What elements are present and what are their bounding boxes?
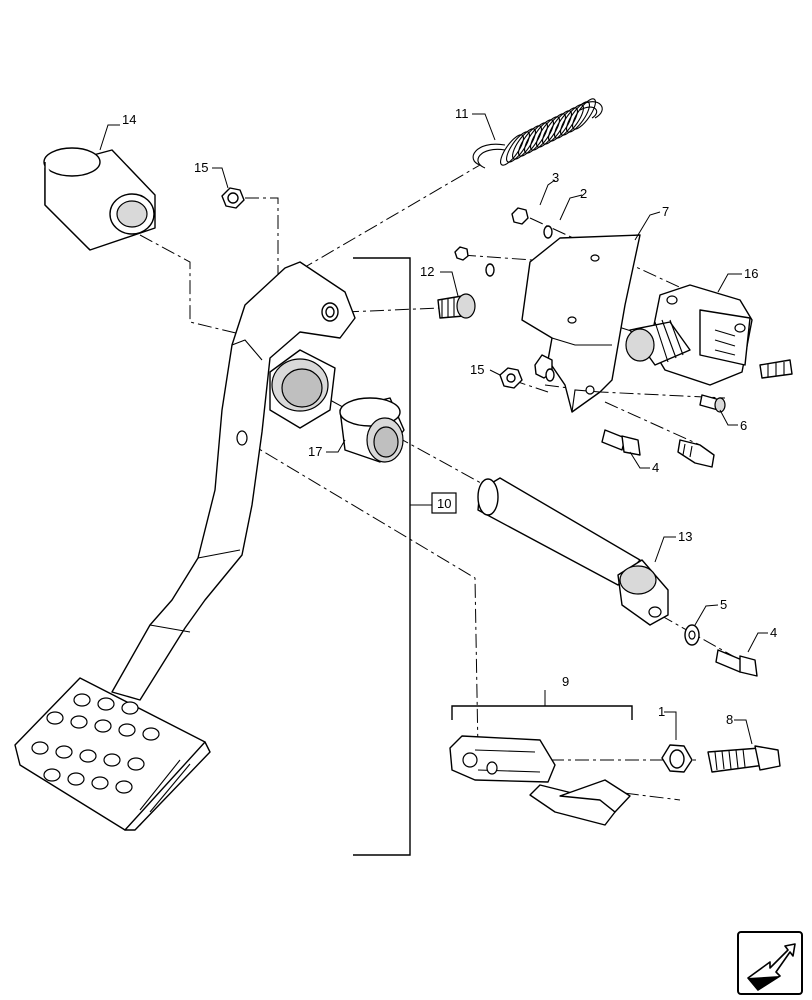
spring-coil: [572, 98, 596, 130]
callout-11: 11: [455, 106, 469, 121]
spring-coil: [518, 125, 542, 157]
callout-2: 2: [580, 186, 587, 201]
part-8-stud: [707, 745, 781, 773]
next-page-arrow-icon[interactable]: [737, 931, 803, 995]
part-7-bracket: [521, 234, 641, 413]
callout-6: 6: [740, 418, 747, 433]
spring-coil: [560, 104, 584, 136]
spring-coil: [536, 116, 560, 148]
pad-hole: [43, 768, 61, 782]
spring-coil: [512, 128, 536, 160]
spring-coil: [506, 131, 530, 163]
callout-10-box: [431, 492, 457, 514]
spring-coil: [554, 107, 578, 139]
part-9-clevis: [449, 735, 556, 783]
group-bracket-9: [451, 690, 633, 720]
pedal-pad-holes: [31, 693, 160, 794]
group-bracket-10: [353, 257, 432, 856]
callout-8: 8: [726, 712, 733, 727]
pad-hole: [70, 715, 88, 729]
part-1-nut: [661, 744, 693, 773]
callout-13: 13: [678, 529, 692, 544]
clevis-pin: [529, 779, 631, 826]
callout-5: 5: [720, 597, 727, 612]
pad-hole: [97, 697, 115, 711]
pedal-arm: [111, 261, 356, 701]
callout-17: 17: [308, 444, 322, 459]
callout-10: 10: [437, 496, 451, 511]
pad-hole: [79, 749, 97, 763]
pad-hole: [115, 780, 133, 794]
pad-hole: [127, 757, 145, 771]
part-5-washer: [684, 624, 700, 646]
part-15-nut-top: [221, 187, 245, 209]
pad-hole: [142, 727, 160, 741]
callout-labels: 14 15 11 3 2 7 12 16 15 6 17 4 13 5 4 9 …: [122, 106, 777, 727]
pad-hole: [67, 772, 85, 786]
callout-9: 9: [562, 674, 569, 689]
spring-coil: [548, 110, 572, 142]
spring-coil: [566, 101, 590, 133]
part-4-bolt-lower: [715, 649, 758, 677]
pad-hole: [103, 753, 121, 767]
pad-hole: [94, 719, 112, 733]
part-12-bolt: [437, 293, 476, 319]
callout-4-lower: 4: [770, 625, 777, 640]
spring-coil: [542, 113, 566, 145]
callout-leaders: [99, 113, 768, 745]
callout-15-mid: 15: [470, 362, 484, 377]
callout-4-upper: 4: [652, 460, 659, 475]
callout-16: 16: [744, 266, 758, 281]
part-4-bolt-upper: [601, 429, 715, 468]
pad-hole: [118, 723, 136, 737]
part-6-screw: [699, 394, 726, 413]
spring-coil: [524, 122, 548, 154]
pad-hole: [91, 776, 109, 790]
spring-coils: [500, 98, 596, 166]
pad-hole: [31, 741, 49, 755]
callout-7: 7: [662, 204, 669, 219]
callout-15-top: 15: [194, 160, 208, 175]
spring-coil: [530, 119, 554, 151]
pad-hole: [55, 745, 73, 759]
pad-hole: [121, 701, 139, 715]
part-16-switch: [625, 284, 793, 386]
part-14-sleeve: [43, 147, 156, 251]
pad-hole: [73, 693, 91, 707]
part-13-shaft: [477, 477, 669, 626]
bracket-hardware: [454, 207, 555, 389]
callout-1: 1: [658, 704, 665, 719]
part-17-bushing: [339, 397, 405, 463]
callout-3: 3: [552, 170, 559, 185]
spring-coil: [500, 134, 524, 166]
pad-hole: [46, 711, 64, 725]
callout-14: 14: [122, 112, 136, 127]
callout-12: 12: [420, 264, 434, 279]
